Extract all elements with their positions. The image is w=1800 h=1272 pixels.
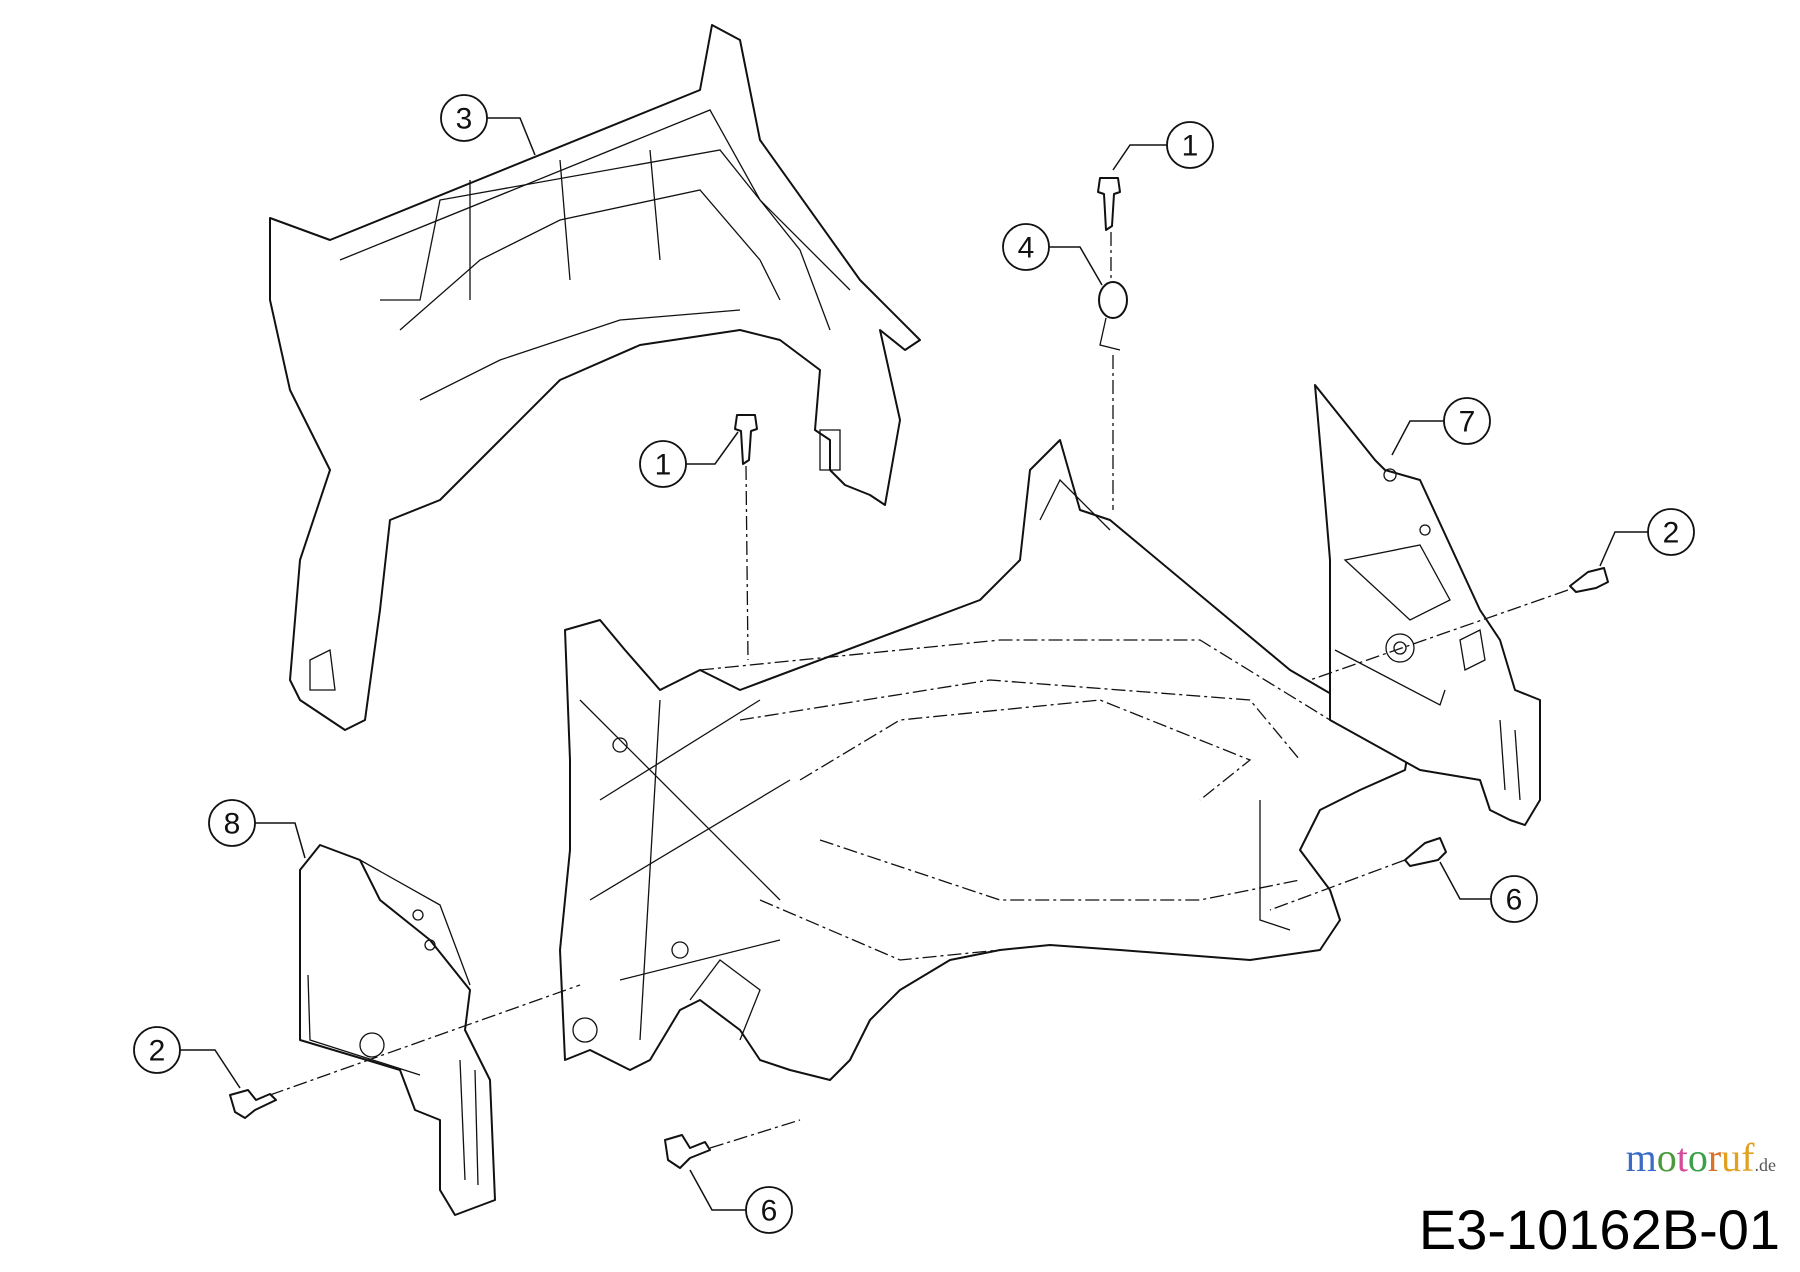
screw-2-right <box>1569 567 1609 593</box>
watermark-logo: motoruf.de <box>1626 1135 1776 1188</box>
watermark-letter: o <box>1656 1135 1677 1180</box>
drawing-number: E3-10162B-01 <box>1418 1198 1780 1261</box>
callout-4: 4 <box>1002 223 1050 271</box>
pin-4 <box>1098 281 1128 319</box>
callout-1-mid: 1 <box>639 440 687 488</box>
watermark-letter: m <box>1625 1135 1657 1180</box>
callout-1-top: 1 <box>1166 121 1214 169</box>
watermark-letter: r <box>1707 1135 1722 1180</box>
callout-label: 2 <box>1663 517 1680 550</box>
part-3-upper-cover <box>269 24 921 731</box>
callout-7: 7 <box>1443 397 1491 445</box>
callout-2-left: 2 <box>133 1026 181 1074</box>
callout-6-bottom: 6 <box>745 1186 793 1234</box>
main-housing <box>559 439 1411 1081</box>
callout-8: 8 <box>208 799 256 847</box>
screw-1-top <box>1097 177 1121 231</box>
part-8-left-plate <box>299 844 496 1216</box>
watermark-letter: t <box>1676 1135 1688 1180</box>
callout-label: 4 <box>1018 232 1035 265</box>
callout-label: 1 <box>1182 130 1199 163</box>
screw-6-right <box>1404 837 1447 867</box>
watermark-letter: f <box>1741 1135 1755 1180</box>
watermark-domain: .de <box>1754 1155 1777 1175</box>
callout-label: 2 <box>149 1035 166 1068</box>
assembly-lines <box>269 232 1569 1149</box>
watermark-letter: u <box>1721 1135 1742 1180</box>
screw-2-left <box>229 1089 277 1119</box>
callout-3: 3 <box>440 94 488 142</box>
callout-label: 3 <box>456 103 473 136</box>
part-7-right-plate <box>1314 384 1541 826</box>
callout-label: 7 <box>1459 406 1476 439</box>
callout-6-right: 6 <box>1490 875 1538 923</box>
watermark-letter: o <box>1687 1135 1708 1180</box>
callout-label: 8 <box>224 808 241 841</box>
leader-lines <box>180 117 1648 1211</box>
callout-label: 1 <box>655 449 672 482</box>
callout-label: 6 <box>761 1195 778 1228</box>
callout-2-right: 2 <box>1647 508 1695 556</box>
callout-label: 6 <box>1506 884 1523 917</box>
screw-6-bottom <box>664 1134 711 1169</box>
screw-1-mid <box>734 414 758 465</box>
